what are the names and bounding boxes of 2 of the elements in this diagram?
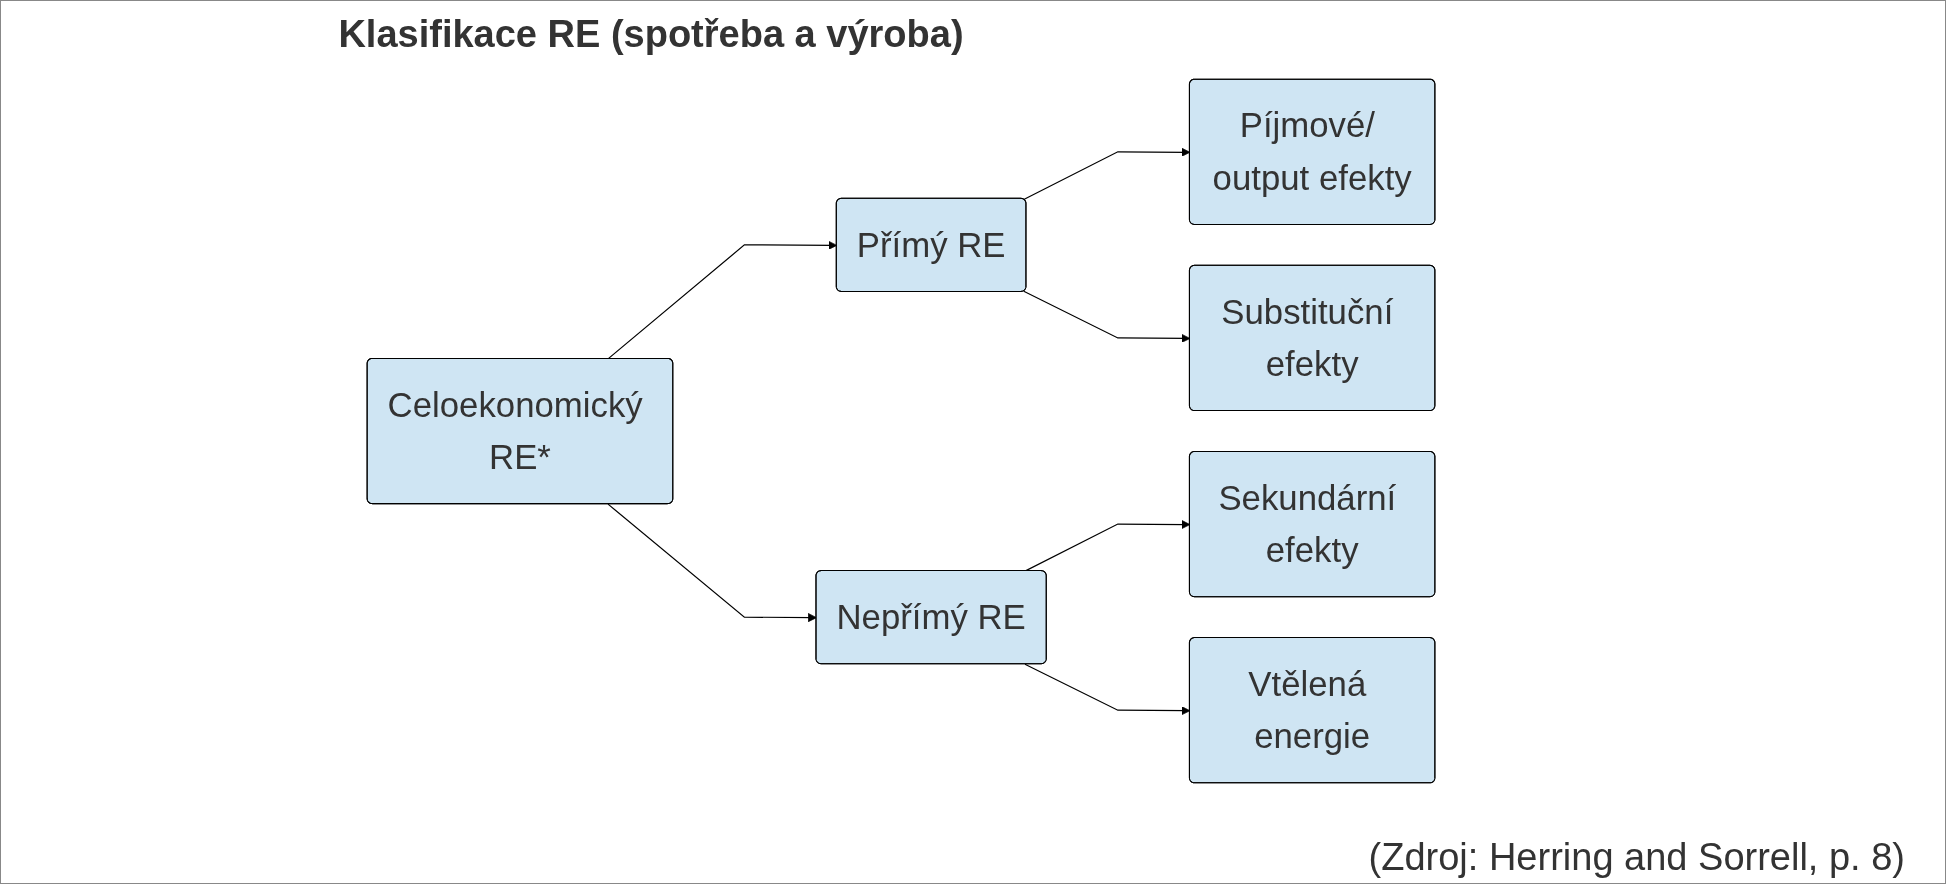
diagram-title: Klasifikace RE (spotřeba a výroba) (337, 13, 965, 56)
source-caption: (Zdroj: Herring and Sorrell, p. 8) (1368, 836, 1905, 879)
